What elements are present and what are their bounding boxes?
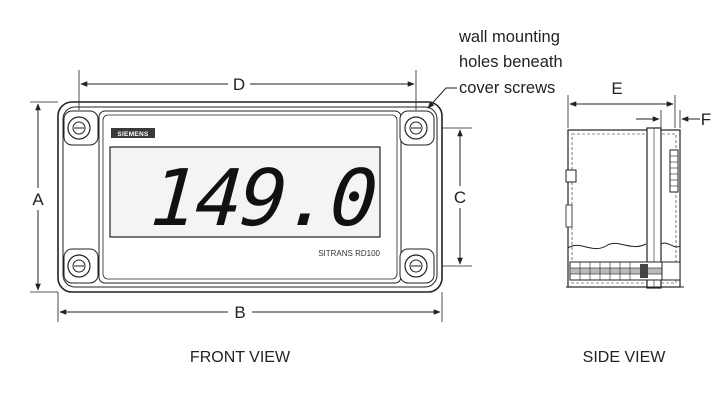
dimension-f-label: F xyxy=(701,110,711,129)
front-view-caption: FRONT VIEW xyxy=(190,349,291,366)
housing-inner-rim xyxy=(102,114,398,280)
dimension-a: A xyxy=(30,101,58,293)
screw-bottom-right xyxy=(399,248,435,284)
display-value: 149.0 xyxy=(148,154,379,244)
dimension-b-label: B xyxy=(234,303,245,322)
dimension-d-label: D xyxy=(233,75,245,94)
note-line-2: holes beneath xyxy=(459,53,563,71)
note-line-1: wall mounting xyxy=(458,28,560,46)
dimension-d: D xyxy=(78,70,417,110)
dimension-c: C xyxy=(442,127,472,267)
model-label: SITRANS RD100 xyxy=(318,249,380,258)
housing-rim xyxy=(62,106,438,288)
side-view xyxy=(565,127,684,289)
front-view: SIEMENS 149.0 SITRANS RD100 xyxy=(57,101,443,293)
display-window xyxy=(109,146,381,238)
brand-plate xyxy=(111,128,155,138)
mounting-note: wall mounting holes beneath cover screws xyxy=(427,28,563,109)
screw-top-right xyxy=(399,110,435,146)
note-leader xyxy=(427,87,457,109)
dimension-a-label: A xyxy=(32,190,44,209)
dimension-e: E xyxy=(567,79,676,128)
dimension-b: B xyxy=(57,292,443,322)
housing-inner xyxy=(98,110,402,284)
side-view-caption: SIDE VIEW xyxy=(583,349,667,366)
brand-label: SIEMENS xyxy=(117,131,149,138)
dimension-f: F xyxy=(636,110,711,129)
dimension-c-label: C xyxy=(454,188,466,207)
screw-top-left xyxy=(63,110,99,146)
side-break-line xyxy=(567,242,681,250)
dimension-e-label: E xyxy=(611,79,622,98)
screw-bottom-left xyxy=(63,248,99,284)
note-line-3: cover screws xyxy=(459,79,555,97)
